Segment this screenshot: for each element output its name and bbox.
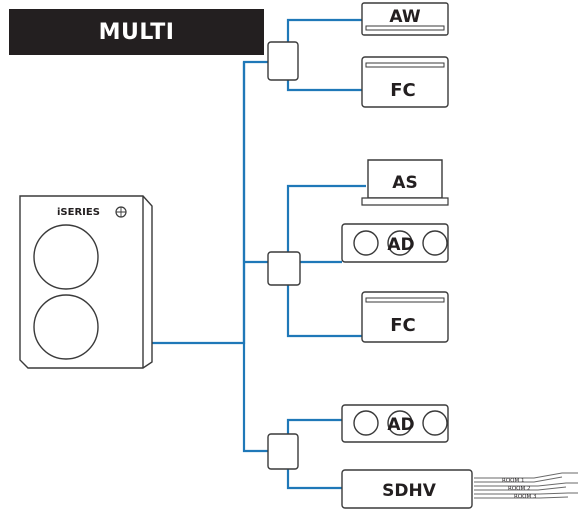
unit-ad-middle-fan-left-icon [353,230,379,256]
branch-box-top [267,41,299,81]
unit-sdhv-body [341,469,473,509]
room-1-label: ROOM 1 [502,478,524,484]
unit-sdhv: SDHV [341,469,473,509]
unit-as: AS [361,159,449,206]
trunk-to-bottom-branch-pipe [242,62,268,453]
branch-box-bottom [267,433,299,470]
room-2-label: ROOM 2 [508,486,530,492]
branch-box-middle [267,251,301,286]
unit-ad-bottom [341,404,449,443]
top-branch-pipes [286,18,362,92]
unit-ad-middle-label: AD [387,235,414,255]
unit-aw: AW [361,2,449,36]
outdoor-unit [19,195,153,369]
unit-ad-bottom-fan-left-icon [353,410,379,436]
unit-fc-middle-body [361,291,449,343]
fan-bottom-icon [33,294,99,360]
unit-fc-top-label: FC [390,80,416,101]
room-ducts [474,472,578,499]
multi-title-badge: MULTI [9,9,264,55]
unit-fc-top-grille [365,62,445,68]
bottom-branch-pipes [286,418,342,490]
unit-sdhv-label: SDHV [382,481,437,501]
unit-aw-label: AW [389,7,420,27]
fan-top-icon [33,224,99,290]
unit-ad-bottom-fan-center-icon [387,410,413,436]
brand-logo-mark [116,207,126,217]
outdoor-unit-brand: iSERIES [57,207,100,218]
branch-boxes [267,41,301,470]
unit-as-base [361,197,449,206]
unit-fc-top-body [361,56,449,108]
unit-ad-middle-fan-center-icon [387,230,413,256]
unit-as-label: AS [392,173,417,193]
duct-room-3 [474,492,578,499]
middle-branch-pipes [286,184,366,338]
unit-ad-middle [341,223,449,263]
unit-fc-top: FC [361,56,449,108]
multi-title: MULTI [98,19,175,45]
unit-ad-bottom-label: AD [387,415,414,435]
refrigerant-pipes [152,18,366,490]
unit-ad-middle-fan-right-icon [422,230,448,256]
duct-room-1 [474,472,578,483]
unit-fc-middle-grille [365,297,445,303]
duct-room-2 [474,482,578,491]
unit-fc-middle-label: FC [390,315,416,336]
main-trunk-pipe [152,60,268,345]
unit-aw-vent [365,25,445,31]
unit-ad-bottom-fan-right-icon [422,410,448,436]
unit-fc-middle: FC [361,291,449,343]
room-3-label: ROOM 3 [514,494,537,500]
